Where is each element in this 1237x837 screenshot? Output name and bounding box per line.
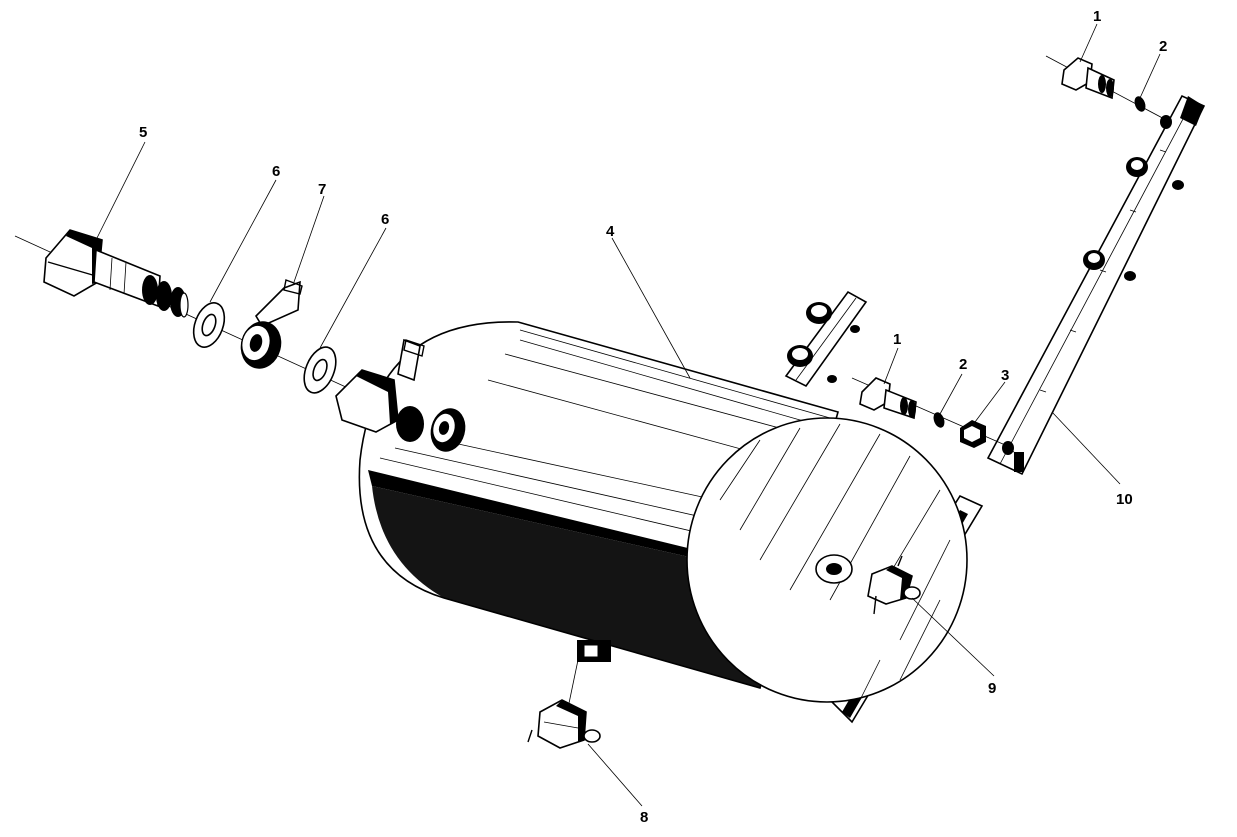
callout-2-middle: 2: [959, 356, 967, 373]
part-4-air-tank: [358, 321, 968, 703]
callout-6-left: 6: [272, 163, 280, 180]
part-6-washer-right: [303, 346, 337, 394]
tank-inlet-fitting: [335, 338, 466, 452]
part-6-washer-left: [192, 302, 226, 348]
part-9-drain-valve: [867, 555, 921, 615]
part-8-petcock-valve: [527, 659, 601, 749]
callout-10: 10: [1116, 491, 1133, 508]
callout-6-right: 6: [381, 211, 389, 228]
callout-3: 3: [1001, 367, 1009, 384]
callout-5: 5: [139, 124, 147, 141]
part-3-nut: [960, 420, 986, 448]
leader-lines: [95, 23, 1161, 807]
part-10-mounting-bracket: [986, 94, 1206, 476]
part-2-lockwasher-top: [1134, 96, 1146, 112]
callout-1-middle: 1: [893, 331, 901, 348]
callout-2-top: 2: [1159, 38, 1167, 55]
part-1-bolt-middle: [851, 377, 1013, 449]
part-2-lockwasher-middle: [933, 412, 945, 428]
callout-1-top: 1: [1093, 8, 1101, 25]
callout-8: 8: [640, 809, 648, 826]
callout-9: 9: [988, 680, 996, 697]
part-7-banjo-fitting: [240, 279, 303, 369]
callout-labels: 1 2 5 6 7 6 4 1 2 3 10 9 8: [139, 8, 1167, 826]
callout-7: 7: [318, 181, 326, 198]
part-5-large-bolt: [43, 229, 189, 318]
callout-4: 4: [606, 223, 615, 240]
part-1-bolt-top: [1045, 55, 1171, 123]
